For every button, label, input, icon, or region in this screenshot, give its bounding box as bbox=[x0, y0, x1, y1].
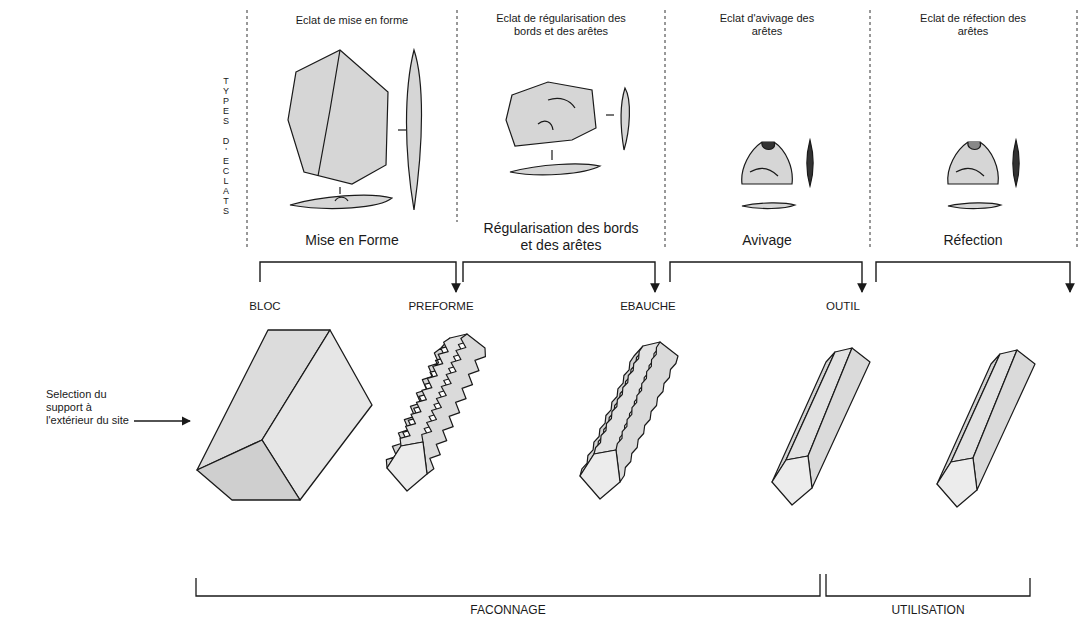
bar-face bbox=[808, 348, 870, 488]
stage-name: BLOC bbox=[220, 300, 310, 314]
phase-name: Réfection bbox=[898, 232, 1048, 249]
bar-drawing bbox=[386, 334, 485, 491]
bar-face bbox=[422, 334, 486, 474]
column-heading: Eclat de mise en forme bbox=[277, 14, 427, 27]
input-note: Selection du support à l'extérieur du si… bbox=[46, 388, 130, 428]
phase-group: UTILISATION bbox=[848, 603, 1008, 617]
phase-group: FACONNAGE bbox=[428, 603, 588, 617]
flake-drawing bbox=[742, 140, 813, 209]
bar-face bbox=[772, 456, 812, 505]
flake-drawing bbox=[948, 140, 1019, 209]
block-drawing bbox=[197, 330, 372, 500]
bar-face bbox=[616, 342, 678, 482]
flake-drawing bbox=[506, 82, 629, 175]
bar-face bbox=[387, 442, 427, 491]
bar-face bbox=[937, 458, 977, 507]
input-arrow bbox=[134, 420, 190, 421]
flake-drawing bbox=[288, 50, 422, 210]
bar-drawing bbox=[772, 348, 870, 505]
column-separators bbox=[247, 10, 1077, 250]
phase-bracket bbox=[196, 574, 1030, 596]
phase-name: Mise en Forme bbox=[262, 232, 442, 249]
bar-drawing bbox=[937, 350, 1035, 507]
stage-name: OUTIL bbox=[798, 300, 888, 314]
phase-bracket bbox=[260, 262, 1070, 292]
column-heading: Eclat d'avivage des arêtes bbox=[712, 12, 822, 38]
phase-name: Régularisation des bords et des arêtes bbox=[476, 220, 646, 254]
column-heading: Eclat de réfection des arêtes bbox=[913, 12, 1033, 38]
bar-face bbox=[580, 450, 620, 499]
bar-drawing bbox=[580, 342, 678, 499]
vertical-heading: TYPES D'ECLATS bbox=[222, 76, 231, 216]
column-heading: Eclat de régularisation des bords et des… bbox=[486, 12, 636, 38]
bar-face bbox=[973, 350, 1035, 490]
phase-name: Avivage bbox=[692, 232, 842, 249]
stage-name: PREFORME bbox=[391, 300, 491, 314]
bar-drawings bbox=[386, 334, 1035, 507]
stage-name: EBAUCHE bbox=[598, 300, 698, 314]
